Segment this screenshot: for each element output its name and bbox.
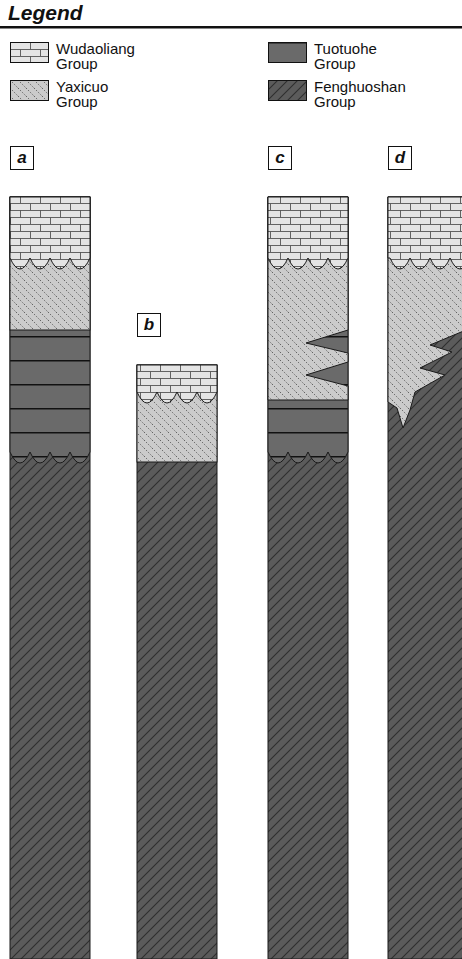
column-label-box: c [268, 146, 292, 170]
legend-heading: Legend [8, 2, 83, 24]
column-b [137, 365, 217, 959]
legend-swatch [10, 42, 49, 63]
column-label-box: a [10, 146, 34, 170]
column-d [388, 197, 462, 959]
column-letter: d [395, 149, 405, 167]
legend-swatch [268, 42, 307, 63]
column-a [10, 197, 90, 959]
legend-text: Tuotuohe Group [314, 41, 377, 71]
legend-swatch [268, 80, 307, 101]
legend-text: Yaxicuo Group [56, 79, 108, 109]
column-label-box: b [137, 313, 161, 337]
legend-rule [0, 26, 462, 29]
column-letter: a [17, 149, 26, 167]
legend-text: Fenghuoshan Group [314, 79, 406, 109]
legend-swatch [10, 80, 49, 101]
column-c [268, 197, 348, 959]
column-letter: b [144, 316, 154, 334]
column-letter: c [275, 149, 284, 167]
column-label-box: d [388, 146, 412, 170]
legend-text: Wudaoliang Group [56, 41, 135, 71]
